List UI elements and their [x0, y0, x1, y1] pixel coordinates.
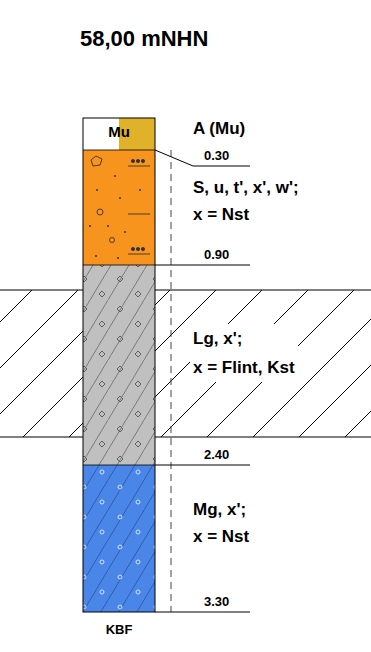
- layer-description: Lg, x'; x = Flint, Kst: [190, 324, 298, 382]
- layer-name: A (Mu): [193, 119, 245, 139]
- depth-value: 2.40: [204, 447, 229, 462]
- depth-value: 0.30: [204, 148, 229, 163]
- elevation-title: 58,00 mNHN: [80, 26, 208, 52]
- borehole-name: KBF: [83, 622, 155, 637]
- layer-description: Mg, x'; x = Nst: [193, 496, 249, 550]
- depth-value: 0.90: [204, 247, 229, 262]
- layer-description: S, u, t', x', w'; x = Nst: [193, 174, 299, 228]
- depth-value: 3.30: [204, 594, 229, 609]
- layer-code: Mu: [83, 123, 155, 140]
